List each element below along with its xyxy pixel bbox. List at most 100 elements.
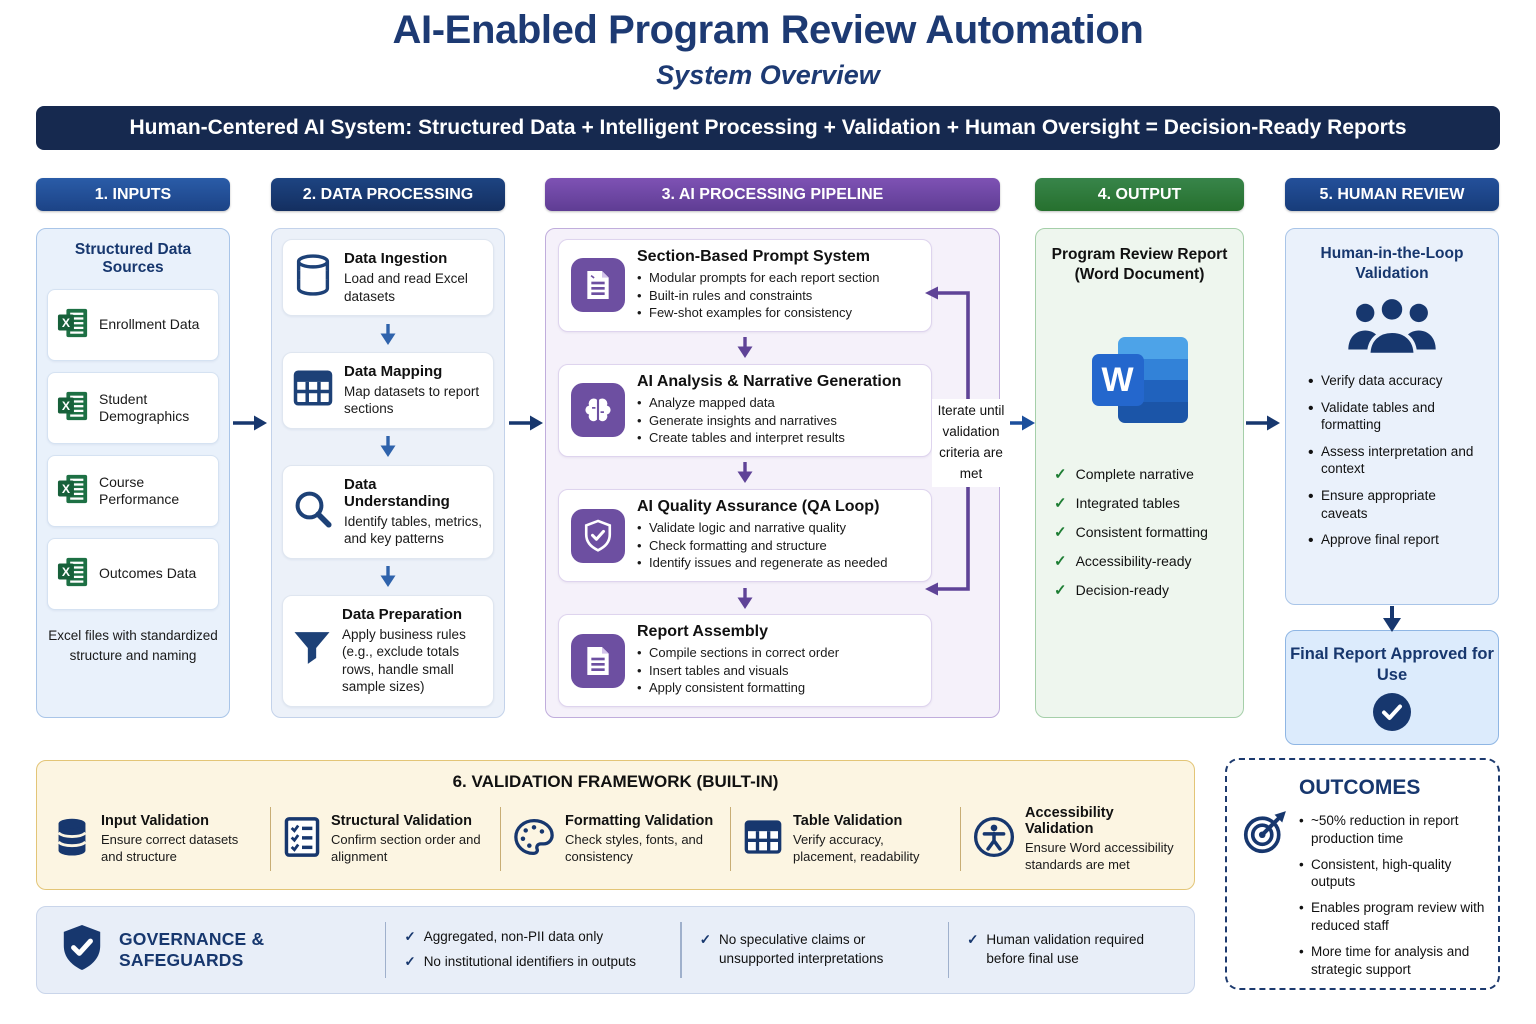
magnifier-icon — [292, 488, 334, 535]
header-data-processing: 2. DATA PROCESSING — [271, 178, 505, 211]
svg-text:X: X — [62, 399, 71, 413]
excel-icon: X — [56, 390, 90, 427]
validation-item-title: Structural Validation — [331, 813, 472, 829]
step-title: Data Mapping — [344, 362, 443, 380]
validation-item-title: Table Validation — [793, 813, 903, 829]
page-subtitle: System Overview — [656, 60, 880, 90]
header-inputs: 1. INPUTS — [36, 178, 230, 211]
output-check-item: Decision-ready — [1054, 581, 1231, 599]
output-panel: Program Review Report (Word Document) W … — [1035, 228, 1244, 718]
review-bullet: Validate tables and formatting — [1308, 399, 1486, 434]
green-check-icon — [1054, 465, 1067, 483]
governance-item-label: No institutional identifiers in outputs — [423, 954, 637, 969]
svg-text:X: X — [62, 565, 71, 579]
review-bullet: Verify data accuracy — [1308, 372, 1486, 392]
governance-item: Human validation required before final u… — [967, 931, 1172, 969]
checklist-icon — [283, 816, 321, 863]
outcomes-title: OUTCOMES — [1299, 776, 1421, 799]
step-card-data-preparation: Data Preparation Apply business rules (e… — [282, 594, 494, 707]
governance-item: No institutional identifiers in outputs — [404, 953, 662, 972]
review-bullet: Assess interpretation and context — [1308, 443, 1486, 478]
flow-arrow-output-to-review — [1246, 415, 1280, 431]
database-icon — [292, 253, 334, 302]
validation-item-desc: Confirm section order and alignment — [331, 832, 481, 864]
excel-icon: X — [56, 307, 90, 344]
stage-bullet: Modular prompts for each report section — [637, 270, 880, 285]
stage-bullet: Create tables and interpret results — [637, 430, 901, 445]
svg-text:X: X — [62, 482, 71, 496]
step-title: Data Ingestion — [344, 250, 448, 267]
stage-bullet: Analyze mapped data — [637, 395, 901, 410]
divider — [729, 807, 732, 872]
excel-icon: X — [56, 556, 90, 593]
iterate-loop-label: Iterate until validation criteria are me… — [932, 399, 1010, 487]
step-desc: Identify tables, metrics, and key patter… — [344, 513, 483, 547]
stage-card-prompt-system: Section-Based Prompt System Modular prom… — [558, 239, 932, 332]
data-source-label: Course Performance — [99, 473, 180, 508]
stage-bullet: Built-in rules and constraints — [637, 288, 880, 303]
flow-arrow-inputs-to-processing — [233, 415, 267, 431]
divider — [384, 922, 387, 978]
stage-bullet: Generate insights and narratives — [637, 413, 901, 428]
validation-item-title: Formatting Validation — [565, 813, 714, 829]
word-letter: W — [1091, 354, 1144, 407]
accessibility-icon — [973, 816, 1015, 863]
check-icon — [404, 928, 415, 947]
step-card-data-understanding: Data Understanding Identify tables, metr… — [282, 464, 494, 559]
stage-card-report-assembly: Report Assembly Compile sections in corr… — [558, 614, 932, 707]
output-check-item: Complete narrative — [1054, 465, 1231, 483]
data-source-card: X Course Performance — [47, 455, 219, 527]
data-source-label: Student Demographics — [99, 390, 190, 425]
divider — [947, 922, 950, 978]
governance-item: No speculative claims or unsupported int… — [700, 931, 930, 969]
outcome-bullet: Enables program review with reduced staf… — [1299, 899, 1491, 935]
funnel-icon — [292, 629, 332, 672]
review-title: Human-in-the-Loop Validation — [1320, 245, 1464, 283]
governance-item-label: Aggregated, non-PII data only — [423, 929, 604, 945]
output-check-label: Consistent formatting — [1075, 524, 1208, 541]
header-output: 4. OUTPUT — [1035, 178, 1244, 211]
shield-check-icon — [571, 508, 625, 563]
green-check-icon — [1054, 552, 1067, 570]
table-icon — [292, 368, 334, 413]
stage-bullet: Few-shot examples for consistency — [637, 305, 880, 320]
inputs-panel: Structured Data Sources X Enrollment Dat… — [36, 228, 230, 718]
svg-text:X: X — [62, 316, 71, 330]
validation-item-title: Input Validation — [101, 813, 209, 829]
header-human-review: 5. HUMAN REVIEW — [1285, 178, 1499, 211]
review-bullet: Approve final report — [1308, 531, 1486, 551]
stage-bullet: Compile sections in correct order — [637, 645, 839, 660]
output-check-label: Complete narrative — [1075, 466, 1194, 483]
stage-title: Report Assembly — [637, 623, 768, 641]
validation-item-desc: Verify accuracy, placement, readability — [793, 832, 920, 864]
outcome-bullet: ~50% reduction in report production time — [1299, 812, 1491, 848]
validation-item-desc: Ensure correct datasets and structure — [101, 832, 239, 864]
excel-icon: X — [56, 473, 90, 510]
governance-item-label: No speculative claims or unsupported int… — [719, 932, 884, 966]
stage-bullet: Validate logic and narrative quality — [637, 520, 888, 535]
output-check-label: Accessibility-ready — [1075, 553, 1192, 570]
data-source-card: X Enrollment Data — [47, 289, 219, 361]
stage-title: Section-Based Prompt System — [637, 248, 870, 265]
people-group-icon — [1298, 296, 1486, 358]
validation-item-title: Accessibility Validation — [1025, 805, 1114, 837]
step-desc: Map datasets to report sections — [344, 383, 480, 417]
check-icon — [967, 931, 978, 969]
down-arrow-icon — [558, 336, 932, 359]
governance-title: GOVERNANCE & SAFEGUARDS — [119, 929, 265, 970]
step-card-data-mapping: Data Mapping Map datasets to report sect… — [282, 351, 494, 430]
validation-framework-title: 6. VALIDATION FRAMEWORK (BUILT-IN) — [452, 772, 779, 791]
table-icon — [743, 818, 783, 861]
outcome-bullet: More time for analysis and strategic sup… — [1299, 943, 1491, 979]
output-check-item: Accessibility-ready — [1054, 552, 1231, 570]
flow-arrow-review-to-final — [1383, 606, 1401, 632]
outcomes-box: OUTCOMES ~50% reduction in report produc… — [1225, 758, 1500, 990]
inputs-panel-title: Structured Data Sources — [74, 241, 192, 276]
validation-item-desc: Check styles, fonts, and consistency — [565, 832, 704, 864]
green-check-icon — [1054, 523, 1067, 541]
